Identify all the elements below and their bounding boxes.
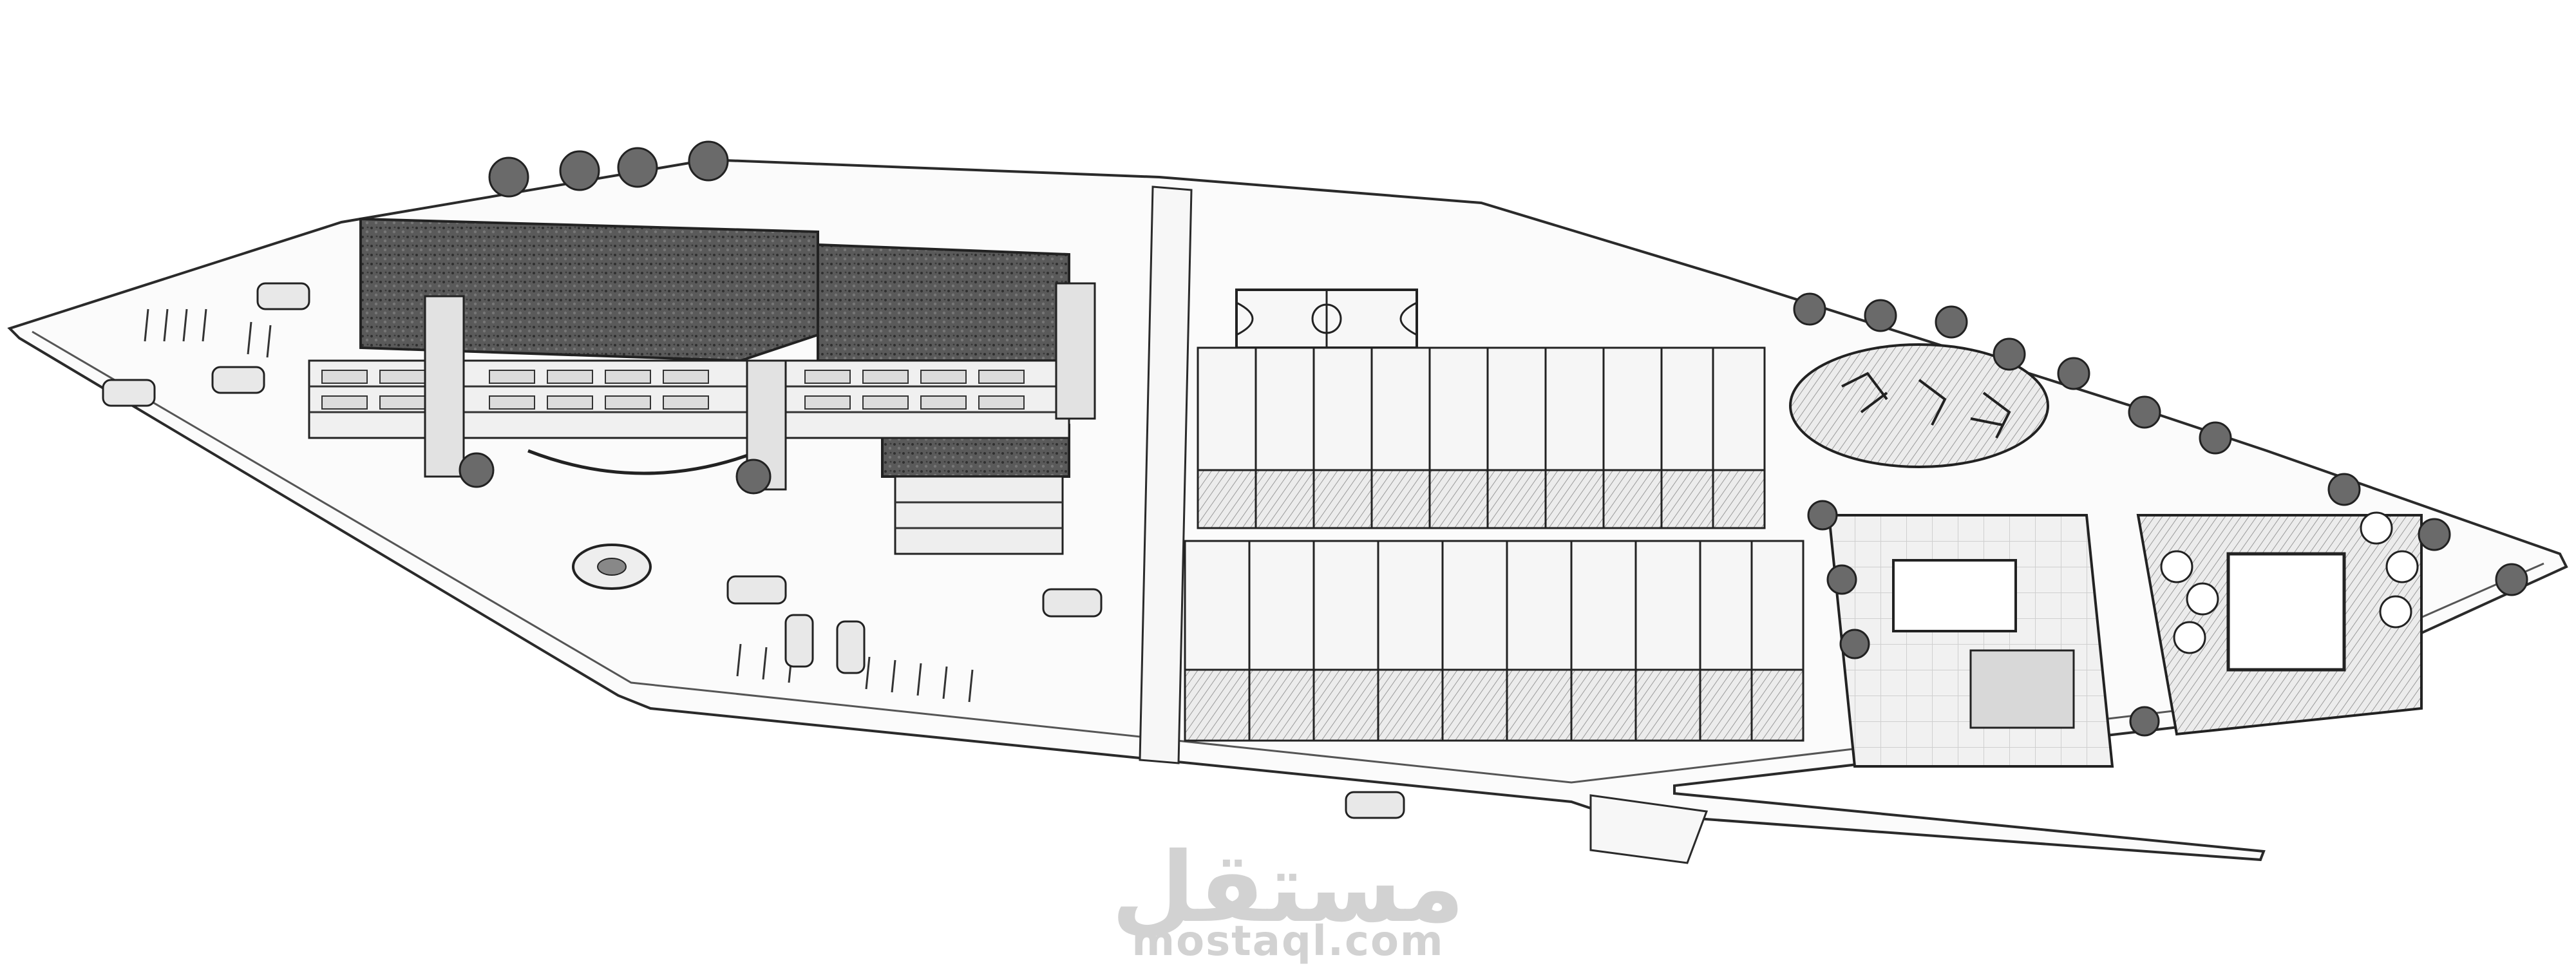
parked-cars <box>102 282 1405 819</box>
access-ramp <box>1589 794 1709 864</box>
roundabout <box>572 544 652 590</box>
window-bays <box>321 370 1025 410</box>
entrance-canopy <box>527 449 761 475</box>
trees <box>459 140 2528 737</box>
sports-court <box>1235 289 1418 349</box>
watermark-latin: mostaql.com <box>1132 918 1444 965</box>
townhouse-row-north <box>1197 346 1766 529</box>
central-plaza <box>1827 514 2114 768</box>
swimming-pool-area <box>2136 511 2423 736</box>
main-building <box>308 217 1096 555</box>
watermark-arabic: مستقل <box>1111 832 1465 944</box>
townhouse-row-south <box>1184 540 1804 742</box>
internal-road <box>1139 185 1193 764</box>
playground-lawn <box>1789 343 2049 468</box>
